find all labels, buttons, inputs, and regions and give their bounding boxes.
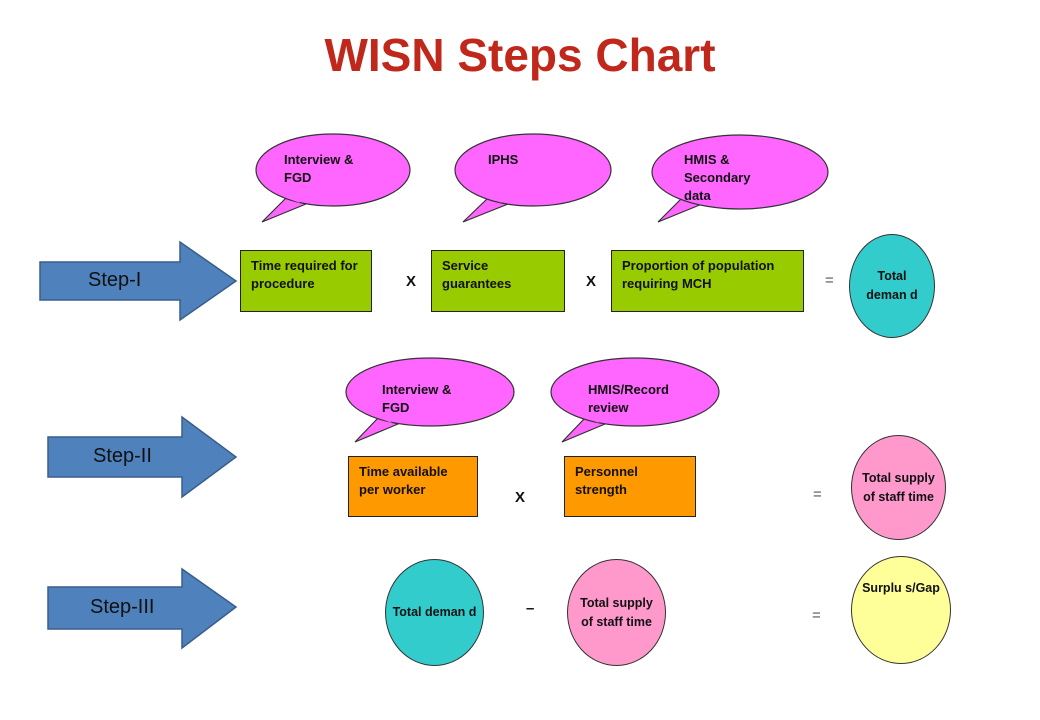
box-time-required: Time required for procedure <box>240 250 372 312</box>
operator-multiply-1: X <box>406 273 417 290</box>
circle-total-supply-1: Total supply of staff time <box>851 435 946 540</box>
equals-3: = <box>812 607 821 624</box>
box-proportion-population: Proportion of population requiring MCH <box>611 250 804 312</box>
circle-total-demand-2: Total deman d <box>385 559 484 666</box>
operator-minus: – <box>526 600 535 617</box>
equals-2: = <box>813 486 822 503</box>
bubble-1-2-text: IPHS <box>488 152 519 167</box>
bubble-2-2-text: HMIS/Record review <box>588 382 669 415</box>
box-personnel-strength: Personnel strength <box>564 456 696 517</box>
box-service-guarantees: Service guarantees <box>431 250 565 312</box>
step-1-arrow <box>39 240 238 322</box>
bubble-2-1 <box>345 357 515 443</box>
bubble-1-1 <box>255 133 411 223</box>
bubble-1-3-text: HMIS & Secondary data <box>684 152 751 203</box>
step-2-arrow <box>47 415 238 499</box>
step-3-label: Step-III <box>90 596 155 618</box>
bubble-2-1-text: Interview & FGD <box>382 382 452 415</box>
operator-multiply-2: X <box>586 273 597 290</box>
bubble-1-1-text: Interview & FGD <box>284 152 354 185</box>
circle-total-demand-1: Total deman d <box>849 234 935 338</box>
bubble-2-2 <box>550 357 720 443</box>
box-time-available: Time available per worker <box>348 456 478 517</box>
step-2-label: Step-II <box>93 445 152 467</box>
bubble-1-3 <box>651 134 829 223</box>
circle-total-supply-2: Total supply of staff time <box>567 559 666 666</box>
bubble-1-2 <box>454 133 612 223</box>
operator-multiply-3: X <box>515 489 526 506</box>
step-3-arrow <box>47 567 238 650</box>
circle-surplus-gap: Surplu s/Gap <box>851 556 951 664</box>
step-1-label: Step-I <box>88 269 142 291</box>
page-title: WISN Steps Chart <box>324 29 716 81</box>
equals-1: = <box>825 272 834 289</box>
